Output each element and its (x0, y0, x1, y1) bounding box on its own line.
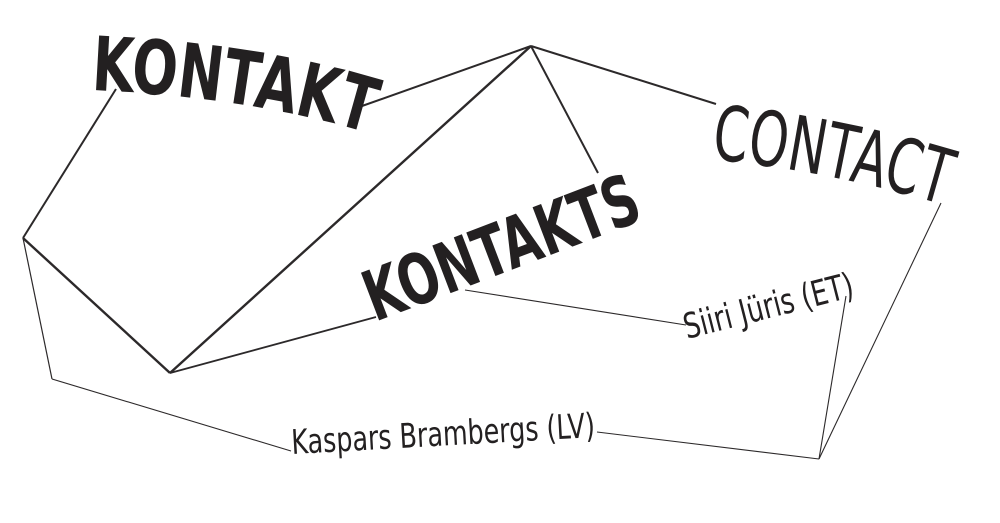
web-line-kaspars-end-to-right-vertex (596, 431, 820, 460)
contact-name-kaspars[interactable]: Kaspars Brambergs (LV) (290, 406, 596, 463)
heading-contact: CONTACT (709, 88, 964, 222)
web-line-kontakts-to-siiri-start (464, 289, 687, 326)
heading-kontakts: KONTAKTS (352, 158, 651, 338)
web-line-contact-end-to-right-vertex (818, 202, 942, 460)
heading-kontakt: KONTAKT (90, 20, 388, 150)
web-line-top-vertex-to-contact-start (530, 45, 717, 105)
contact-name-siiri[interactable]: Siiri Jüris (ET) (679, 266, 857, 348)
web-line-bottom-vertex-to-top-vertex (169, 45, 532, 374)
web-line-kontakt-to-left-vertex (22, 88, 117, 239)
web-line-left-vertex-to-bottom-vertex (22, 237, 171, 374)
web-line-lower-left-vertex-to-kaspars-start (51, 378, 292, 452)
web-line-left-vertex-to-lower-left-vertex (22, 237, 53, 380)
web-line-top-vertex-to-kontakts-top (530, 45, 599, 174)
connection-web (22, 45, 942, 460)
web-line-top-vertex-to-kontakt-end (361, 45, 532, 107)
web-line-siiri-end-to-right-vertex (818, 295, 847, 460)
web-line-bottom-vertex-to-kontakts (169, 316, 377, 374)
